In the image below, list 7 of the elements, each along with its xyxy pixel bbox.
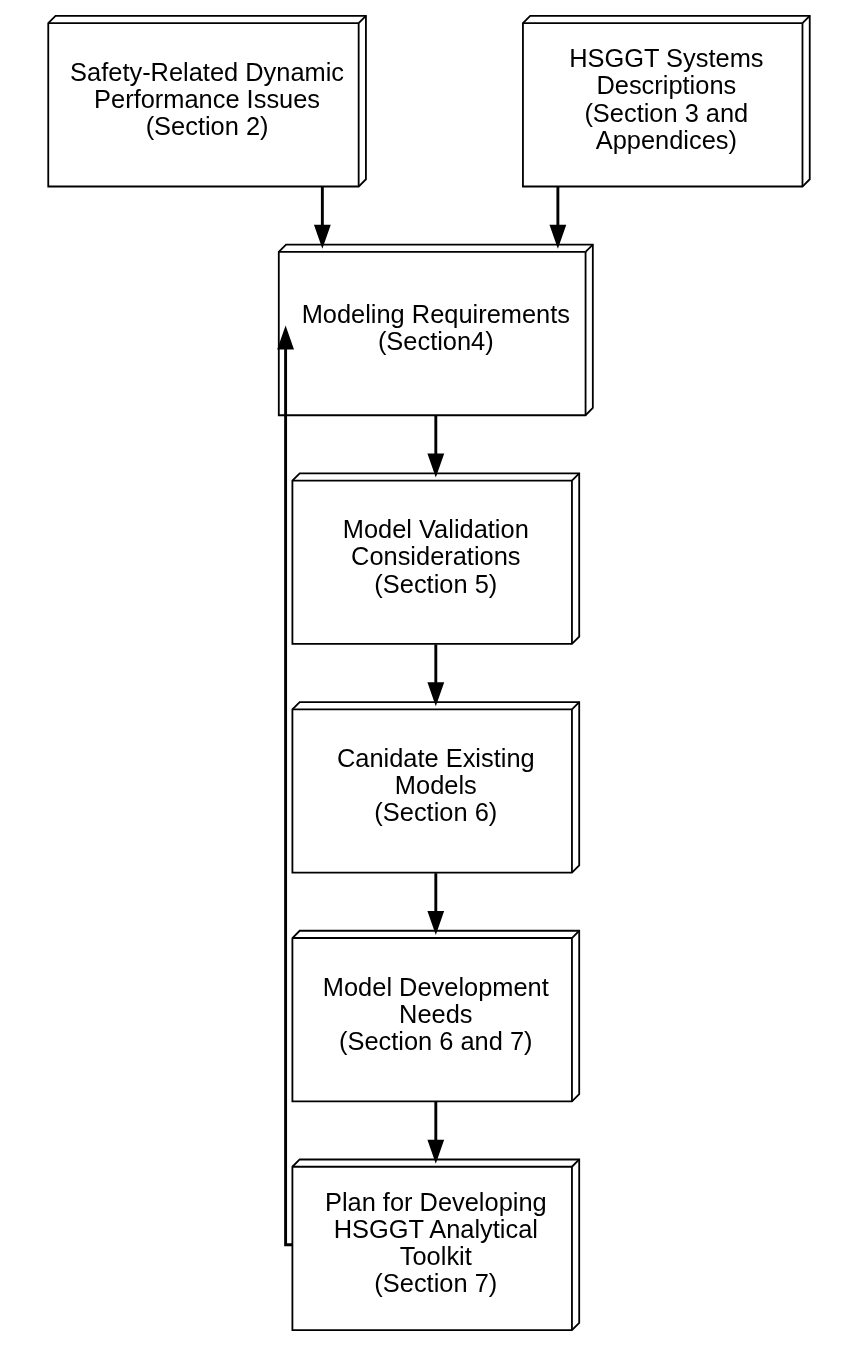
arrow	[549, 187, 567, 249]
arrow	[427, 1101, 445, 1164]
arrow	[427, 415, 445, 478]
arrow	[277, 325, 294, 1247]
arrow	[427, 644, 445, 707]
arrow	[427, 873, 445, 935]
arrow	[313, 187, 331, 249]
